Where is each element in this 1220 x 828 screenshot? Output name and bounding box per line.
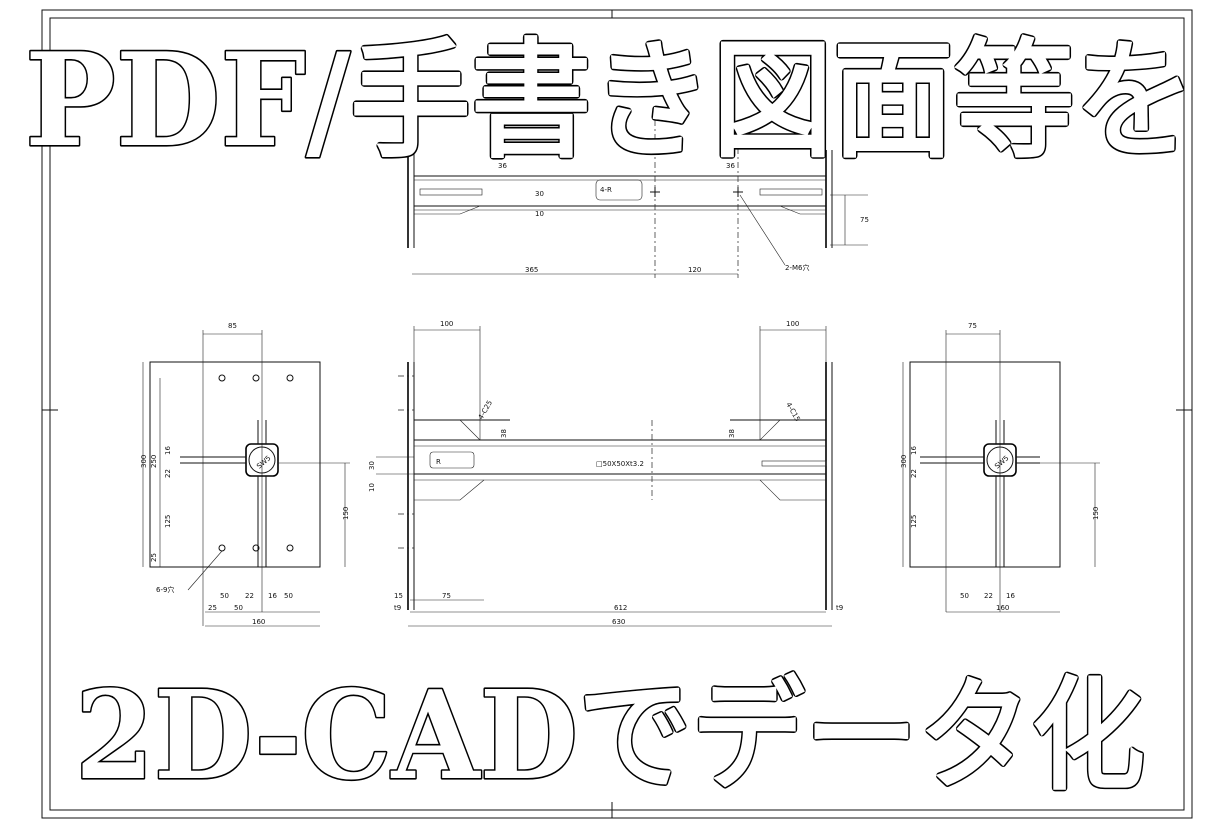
left-view-callout-0: 6-9穴: [156, 585, 174, 594]
top-view-callout-1: 4-R: [600, 186, 612, 194]
front-view-dim-9: 630: [612, 618, 625, 626]
headline-line-2: 2D-CADでデータ化: [75, 663, 1145, 807]
right-view-dim-9: 160: [996, 604, 1009, 612]
left-view-dim-12: 50: [234, 604, 243, 612]
right-view-dim-3: 22: [910, 469, 918, 478]
front-view-dim-4: 38: [500, 429, 508, 438]
headline-line-1: PDF/手書き図面等を: [25, 26, 1195, 176]
front-view-dim-0: 100: [440, 320, 453, 328]
front-view-dim-1: 100: [786, 320, 799, 328]
top-view-dim-5: 36: [498, 162, 507, 170]
left-view-dim-7: 25: [150, 553, 158, 562]
front-view-dim-6: 15: [394, 592, 403, 600]
left-view-dim-4: 22: [164, 469, 172, 478]
top-view-dim-1: 120: [688, 266, 701, 274]
right-view-dim-1: 300: [900, 455, 908, 468]
top-view-dim-4: 10: [535, 210, 544, 218]
top-view-dim-2: 75: [860, 216, 869, 224]
right-view-dim-5: 125: [910, 515, 918, 528]
front-view-dim-11: t9: [836, 604, 843, 612]
right-view-callout-0: SW5: [993, 454, 1010, 470]
drawing-frame: [41, 9, 1193, 819]
front-view-callout-0: 4-C25: [477, 399, 494, 421]
left-view: 85 300 250 16 22 150 125 25 50 22 50 25 …: [140, 322, 350, 627]
right-view-dim-7: 22: [984, 592, 993, 600]
right-view-dim-2: 16: [910, 446, 918, 455]
left-view-dim-5: 150: [342, 507, 350, 520]
front-view-callout-3: R: [436, 458, 441, 466]
left-view-dim-13: 16: [268, 592, 277, 600]
right-view-dim-0: 75: [968, 322, 977, 330]
top-view-dim-3: 30: [535, 190, 544, 198]
top-view-callout-0: 2-M6穴: [785, 263, 809, 272]
headline: PDF/手書き図面等を 2D-CADでデータ化: [23, 24, 1196, 808]
front-view-callout-2: □50X50Xt3.2: [596, 460, 644, 468]
left-view-dim-9: 22: [245, 592, 254, 600]
front-view: 100 100 30 10 38 38 15 75 612 630 t9 t9 …: [368, 320, 843, 627]
top-view: 365 120 75 30 10 36 36 2-M6穴 4-R: [407, 120, 869, 278]
right-view-dim-4: 150: [1092, 507, 1100, 520]
front-view-dim-7: 75: [442, 592, 451, 600]
left-view-dim-1: 300: [140, 455, 148, 468]
front-view-dim-5: 38: [728, 429, 736, 438]
top-view-dim-6: 36: [726, 162, 735, 170]
left-view-dim-14: 160: [252, 618, 265, 626]
top-view-dim-0: 365: [525, 266, 538, 274]
left-view-dim-0: 85: [228, 322, 237, 330]
right-view-dim-8: 16: [1006, 592, 1015, 600]
left-view-dim-8: 50: [220, 592, 229, 600]
left-view-dim-10: 50: [284, 592, 293, 600]
left-view-dim-6: 125: [164, 515, 172, 528]
front-view-dim-2: 30: [368, 461, 376, 470]
right-view-dim-6: 50: [960, 592, 969, 600]
front-view-dim-10: t9: [394, 604, 401, 612]
left-view-dim-3: 16: [164, 446, 172, 455]
left-view-dim-2: 250: [150, 455, 158, 468]
front-view-dim-3: 10: [368, 483, 376, 492]
front-view-dim-8: 612: [614, 604, 627, 612]
left-view-dim-11: 25: [208, 604, 217, 612]
left-view-callout-1: SW5: [255, 454, 272, 470]
right-view: 75 300 16 22 150 125 50 22 16 160 SW5: [900, 322, 1100, 613]
